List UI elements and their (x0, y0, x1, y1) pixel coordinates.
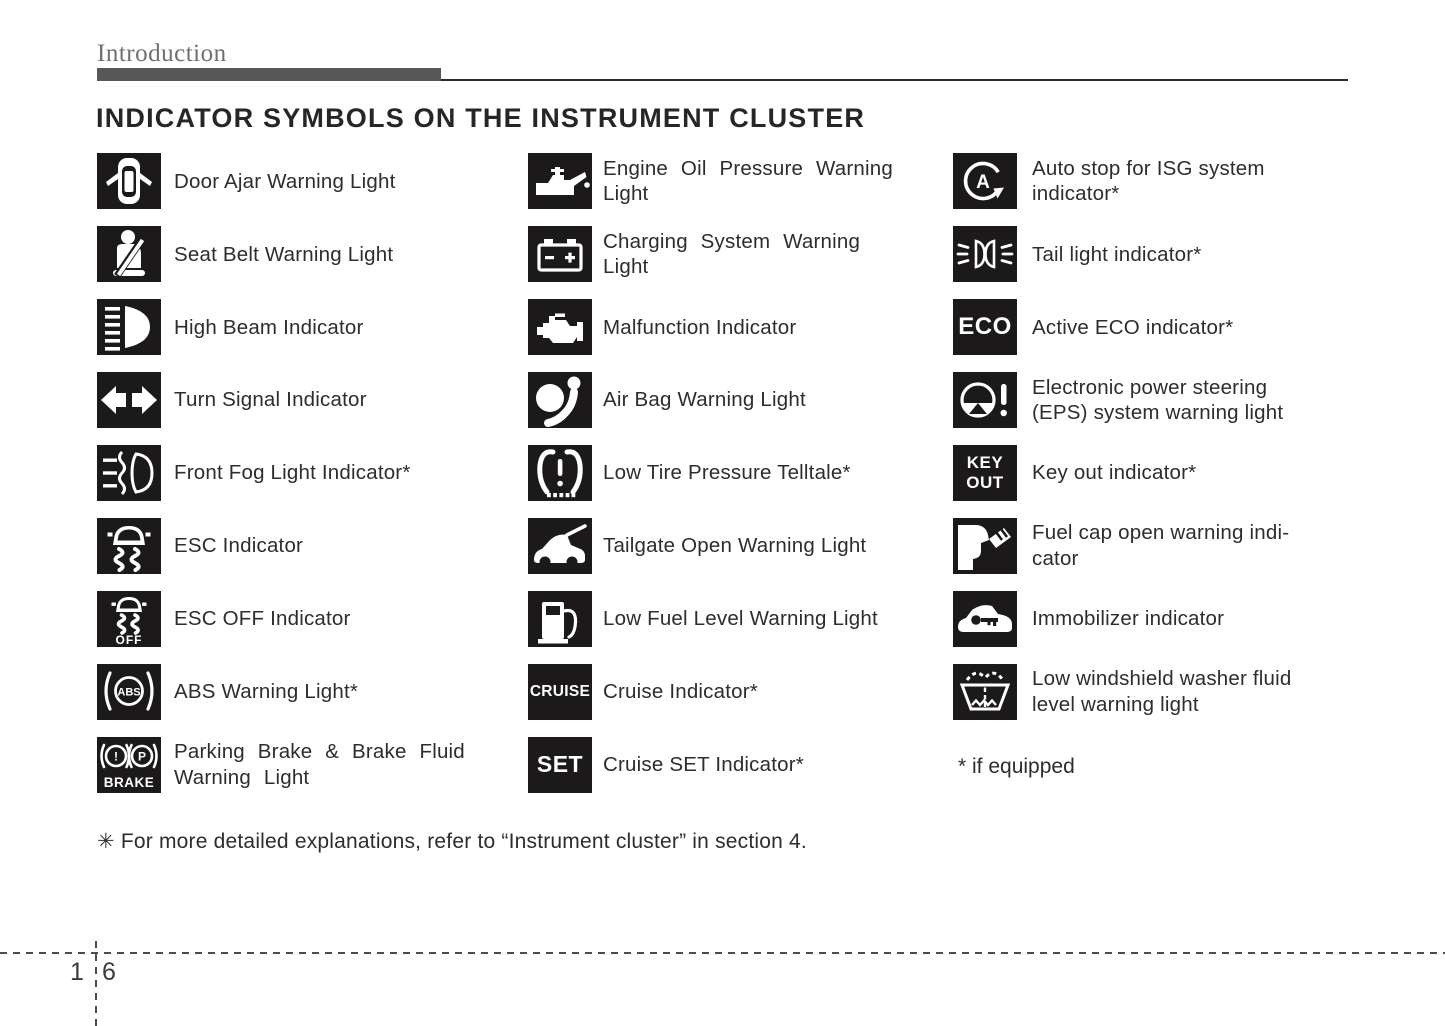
page-title: INDICATOR SYMBOLS ON THE INSTRUMENT CLUS… (96, 103, 866, 133)
legend-row: KEY OUT Key out indicator* (953, 437, 1353, 510)
indicator-label: Low Tire Pressure Telltale* (603, 461, 851, 485)
legend-row: Low windshield washer fluid level warnin… (953, 655, 1353, 728)
indicator-label: Low Fuel Level Warning Light (603, 607, 878, 631)
indicator-label: Cruise SET Indicator* (603, 752, 804, 776)
legend-row: Immobilizer indicator (953, 582, 1353, 655)
tailgate-open-icon (528, 517, 592, 574)
low-fuel-level-icon (528, 590, 592, 647)
header-rule-thick (97, 68, 441, 81)
brake-exclamation-text: ! (114, 749, 118, 763)
legend-row: Malfunction Indicator (528, 291, 953, 364)
legend-column-1: Door Ajar Warning Light Seat Belt Warnin… (97, 145, 528, 801)
reference-note: ✳ For more detailed explanations, refer … (97, 830, 807, 853)
active-eco-indicator-icon: ECO (953, 299, 1017, 356)
legend-row: SET Cruise SET Indicator* (528, 728, 953, 801)
indicator-label: Charging System Warning Light (603, 229, 861, 279)
legend-row: Fuel cap open warning indi- cator (953, 509, 1353, 582)
chapter-header: Introduction (97, 40, 227, 67)
indicator-label: Tailgate Open Warning Light (603, 534, 867, 558)
turn-signal-icon (97, 372, 161, 429)
indicator-label: Front Fog Light Indicator* (174, 461, 411, 485)
brake-text: BRAKE (104, 775, 155, 790)
legend-column-3: A Auto stop for ISG system indicator* Ta… (953, 145, 1353, 728)
indicator-label: Parking Brake & Brake Fluid Warning Ligh… (174, 740, 465, 789)
esc-off-icon: OFF (97, 590, 161, 647)
header-rule-thin (97, 79, 1348, 81)
indicator-label: Fuel cap open warning indi- cator (1032, 521, 1290, 570)
legend-row: Door Ajar Warning Light (97, 145, 528, 218)
indicator-label: Low windshield washer fluid level warnin… (1032, 667, 1292, 716)
abs-warning-icon: ABS (97, 663, 161, 720)
page-number: 6 (102, 958, 116, 986)
engine-oil-pressure-icon (528, 153, 592, 210)
indicator-label: ESC Indicator (174, 534, 304, 558)
legend-row: Front Fog Light Indicator* (97, 437, 528, 510)
high-beam-icon (97, 299, 161, 356)
brake-p-text: P (138, 749, 146, 763)
if-equipped-footnote: * if equipped (958, 755, 1075, 778)
esc-off-text: OFF (116, 633, 143, 647)
indicator-label: Engine Oil Pressure Warning Light (603, 157, 893, 206)
cruise-indicator-icon: CRUISE (528, 663, 592, 720)
legend-row: Air Bag Warning Light (528, 364, 953, 437)
isg-auto-stop-icon: A (953, 153, 1017, 210)
legend-row: Electronic power steering (EPS) system w… (953, 364, 1353, 437)
indicator-label: ABS Warning Light* (174, 679, 359, 703)
legend-row: Low Tire Pressure Telltale* (528, 437, 953, 510)
legend-row: CRUISE Cruise Indicator* (528, 655, 953, 728)
key-out-indicator-icon: KEY OUT (953, 445, 1017, 501)
indicator-label: Cruise Indicator* (603, 679, 758, 703)
legend-row: Low Fuel Level Warning Light (528, 582, 953, 655)
charging-system-icon (528, 226, 592, 283)
footer-dashed-divider (95, 941, 97, 1026)
legend-row: ! P BRAKE Parking Brake & Brake Fluid Warn… (97, 728, 528, 801)
legend-row: Tailgate Open Warning Light (528, 509, 953, 582)
footer-dashed-line (0, 952, 1445, 954)
front-fog-light-icon (97, 445, 161, 501)
indicator-label: High Beam Indicator (174, 315, 364, 339)
washer-fluid-warning-icon (953, 663, 1017, 720)
indicator-label: Electronic power steering (EPS) system w… (1032, 375, 1284, 425)
low-tire-pressure-icon (528, 445, 592, 501)
legend-row: Turn Signal Indicator (97, 364, 528, 437)
legend-row: OFF ESC OFF Indicator (97, 582, 528, 655)
indicator-label: Turn Signal Indicator (174, 388, 367, 412)
indicator-label: Active ECO indicator* (1032, 315, 1234, 339)
isg-a-text: A (976, 172, 990, 193)
parking-brake-warning-icon: ! P BRAKE (97, 736, 161, 793)
fuel-cap-open-warning-icon (953, 517, 1017, 574)
eps-warning-icon (953, 372, 1017, 429)
legend-row: ECO Active ECO indicator* (953, 291, 1353, 364)
seat-belt-warning-icon (97, 226, 161, 283)
legend-row: Seat Belt Warning Light (97, 218, 528, 291)
indicator-label: Air Bag Warning Light (603, 388, 806, 412)
tail-light-indicator-icon (953, 226, 1017, 283)
legend-row: Engine Oil Pressure Warning Light (528, 145, 953, 218)
indicator-label: Key out indicator* (1032, 461, 1197, 485)
legend-row: A Auto stop for ISG system indicator* (953, 145, 1353, 218)
legend-row: Tail light indicator* (953, 218, 1353, 291)
indicator-label: ESC OFF Indicator (174, 607, 351, 631)
abs-text: ABS (117, 686, 140, 698)
indicator-label: Door Ajar Warning Light (174, 169, 396, 193)
indicator-label: Malfunction Indicator (603, 315, 797, 339)
legend-row: ABS ABS Warning Light* (97, 655, 528, 728)
indicator-label: Seat Belt Warning Light (174, 242, 394, 266)
legend-row: High Beam Indicator (97, 291, 528, 364)
esc-icon (97, 517, 161, 574)
legend-row: ESC Indicator (97, 509, 528, 582)
indicator-label: Tail light indicator* (1032, 242, 1202, 266)
door-ajar-warning-icon (97, 153, 161, 210)
malfunction-indicator-icon (528, 299, 592, 356)
chapter-number: 1 (70, 958, 84, 986)
legend-column-2: Engine Oil Pressure Warning Light Chargi… (528, 145, 953, 801)
indicator-label: Immobilizer indicator (1032, 607, 1225, 631)
immobilizer-indicator-icon (953, 590, 1017, 647)
cruise-set-indicator-icon: SET (528, 736, 592, 793)
indicator-label: Auto stop for ISG system indicator* (1032, 157, 1265, 206)
legend-row: Charging System Warning Light (528, 218, 953, 291)
air-bag-warning-icon (528, 372, 592, 429)
